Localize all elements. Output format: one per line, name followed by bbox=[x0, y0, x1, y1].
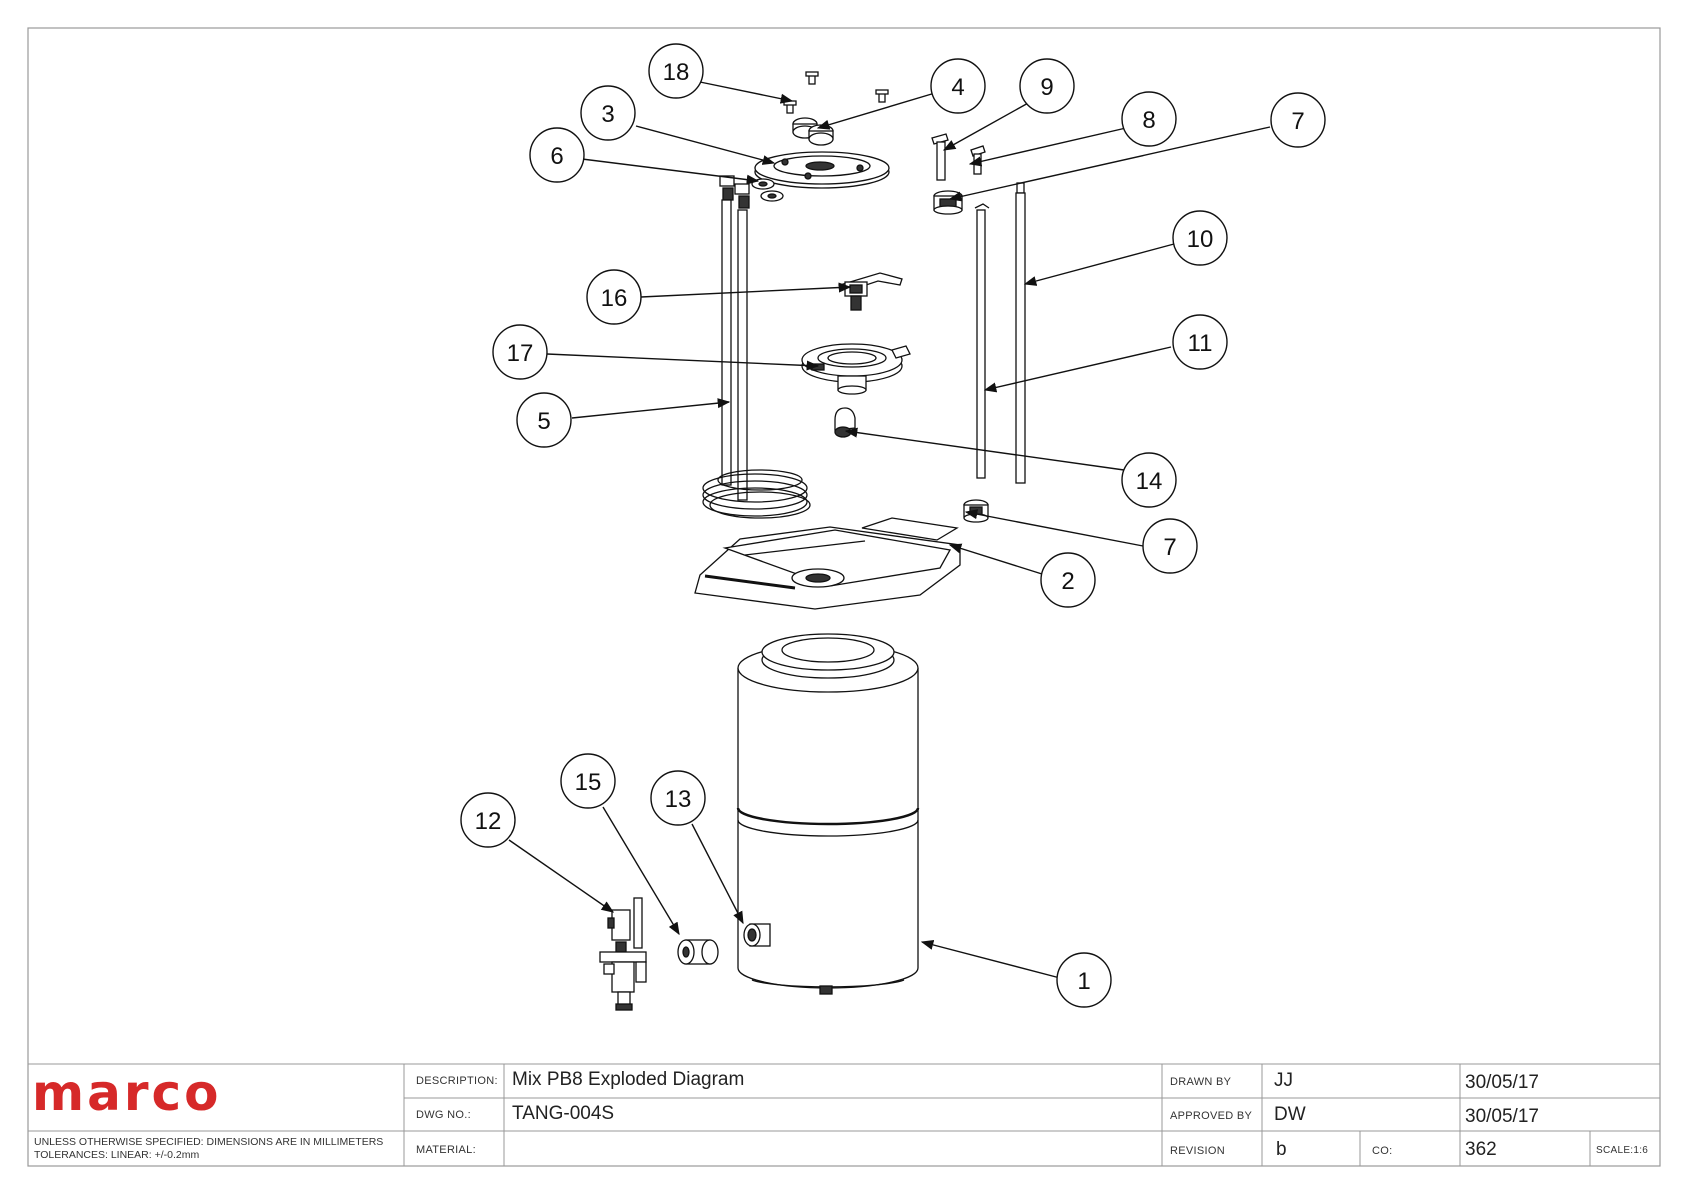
part-16-bracket bbox=[837, 272, 903, 311]
balloon-7-bottom: 7 bbox=[1142, 518, 1198, 574]
svg-text:13: 13 bbox=[665, 786, 692, 813]
svg-text:3: 3 bbox=[601, 101, 614, 128]
part-18-screws bbox=[783, 71, 889, 114]
balloon-3: 3 bbox=[580, 85, 636, 141]
drawn-by-value: JJ bbox=[1274, 1070, 1293, 1091]
part-13-outlet bbox=[743, 923, 771, 947]
co-label: CO: bbox=[1372, 1145, 1393, 1157]
balloon-18: 18 bbox=[648, 43, 704, 99]
company-logo: marco bbox=[32, 1064, 222, 1122]
approved-by-value: DW bbox=[1274, 1104, 1306, 1125]
part-7-bottom-fitting bbox=[963, 499, 989, 523]
svg-text:12: 12 bbox=[475, 808, 502, 835]
part-1-tank bbox=[736, 633, 920, 995]
part-9-pin bbox=[931, 133, 949, 181]
part-15-washer bbox=[677, 939, 719, 965]
balloon-5: 5 bbox=[516, 392, 572, 448]
balloon-10: 10 bbox=[1172, 210, 1228, 266]
svg-text:1: 1 bbox=[1077, 968, 1090, 995]
drawing-border bbox=[27, 27, 1661, 1167]
part-11-rod bbox=[974, 203, 990, 479]
svg-text:7: 7 bbox=[1291, 108, 1304, 135]
svg-text:2: 2 bbox=[1061, 568, 1074, 595]
co-value: 362 bbox=[1465, 1139, 1497, 1160]
svg-text:18: 18 bbox=[663, 59, 690, 86]
svg-text:7: 7 bbox=[1163, 534, 1176, 561]
tolerance-note-line2: TOLERANCES: LINEAR: +/-0.2mm bbox=[34, 1149, 200, 1161]
svg-text:4: 4 bbox=[951, 74, 964, 101]
svg-text:9: 9 bbox=[1040, 74, 1053, 101]
part-7-top-fitting bbox=[933, 190, 963, 215]
balloon-2: 2 bbox=[1040, 552, 1096, 608]
svg-text:5: 5 bbox=[537, 408, 550, 435]
balloon-17: 17 bbox=[492, 324, 548, 380]
parts-group bbox=[599, 71, 1026, 1011]
balloon-7-top: 7 bbox=[1270, 92, 1326, 148]
part-14-plug bbox=[834, 407, 856, 438]
part-10-rod bbox=[1015, 182, 1026, 484]
part-17-ring bbox=[801, 343, 911, 395]
material-label: MATERIAL: bbox=[416, 1144, 476, 1156]
revision-value: b bbox=[1276, 1139, 1287, 1160]
balloon-8: 8 bbox=[1121, 91, 1177, 147]
svg-text:16: 16 bbox=[601, 285, 628, 312]
balloon-group: 18 4 9 3 8 7 6 10 16 11 17 5 14 7 2 15 1… bbox=[460, 43, 1326, 1008]
drawn-by-label: DRAWN BY bbox=[1170, 1076, 1232, 1088]
svg-text:6: 6 bbox=[550, 143, 563, 170]
balloon-13: 13 bbox=[650, 770, 706, 826]
leader-lines bbox=[508, 81, 1271, 979]
approved-date: 30/05/17 bbox=[1465, 1106, 1539, 1127]
approved-by-label: APPROVED BY bbox=[1170, 1110, 1253, 1122]
balloon-14: 14 bbox=[1121, 452, 1177, 508]
balloon-9: 9 bbox=[1019, 58, 1075, 114]
part-2-tray bbox=[694, 517, 961, 610]
description-label: DESCRIPTION: bbox=[416, 1075, 498, 1087]
title-block-grid bbox=[28, 1063, 1660, 1166]
part-3-lid-plate bbox=[754, 151, 890, 189]
balloon-1: 1 bbox=[1056, 952, 1112, 1008]
part-4-nuts bbox=[792, 117, 834, 146]
balloon-6: 6 bbox=[529, 127, 585, 183]
scale-label: SCALE:1:6 bbox=[1596, 1145, 1649, 1156]
balloon-4: 4 bbox=[930, 58, 986, 114]
balloon-11: 11 bbox=[1172, 314, 1228, 370]
part-12-valve bbox=[599, 897, 647, 1011]
svg-text:15: 15 bbox=[575, 769, 602, 796]
svg-text:8: 8 bbox=[1142, 107, 1155, 134]
revision-label: REVISION bbox=[1170, 1145, 1225, 1157]
svg-text:14: 14 bbox=[1136, 468, 1163, 495]
svg-text:10: 10 bbox=[1187, 226, 1214, 253]
svg-text:17: 17 bbox=[507, 340, 534, 367]
balloon-12: 12 bbox=[460, 792, 516, 848]
balloon-16: 16 bbox=[586, 269, 642, 325]
part-8-pin bbox=[970, 145, 986, 175]
description-value: Mix PB8 Exploded Diagram bbox=[512, 1069, 745, 1090]
svg-text:11: 11 bbox=[1188, 330, 1213, 357]
dwg-no-value: TANG-004S bbox=[512, 1103, 615, 1124]
drawn-date: 30/05/17 bbox=[1465, 1072, 1539, 1093]
tolerance-note-line1: UNLESS OTHERWISE SPECIFIED: DIMENSIONS A… bbox=[34, 1136, 384, 1148]
balloon-15: 15 bbox=[560, 753, 616, 809]
dwg-no-label: DWG NO.: bbox=[416, 1109, 471, 1121]
part-5-heating-element bbox=[702, 175, 811, 519]
